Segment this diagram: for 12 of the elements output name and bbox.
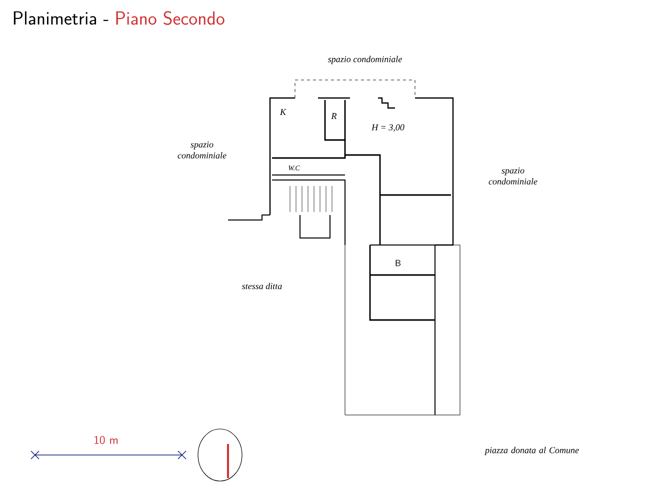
title: Planimetria - <box>14 11 108 25</box>
handwritten-note: spazio condominiale <box>178 141 226 159</box>
room-label: B <box>396 260 401 266</box>
room-label: K <box>280 109 286 115</box>
handwritten-note: spazio condominiale <box>488 167 538 185</box>
handwritten-note: piazza donata al Comune <box>484 446 579 456</box>
handwritten-note: stessa ditta <box>242 282 282 290</box>
room-label: H = 3,00 <box>372 124 404 132</box>
handwritten-note: spazio condominiale <box>328 56 402 64</box>
room-label: R <box>331 113 337 119</box>
scale-label: 10 m <box>94 436 118 444</box>
title: Piano Secondo <box>116 11 224 25</box>
